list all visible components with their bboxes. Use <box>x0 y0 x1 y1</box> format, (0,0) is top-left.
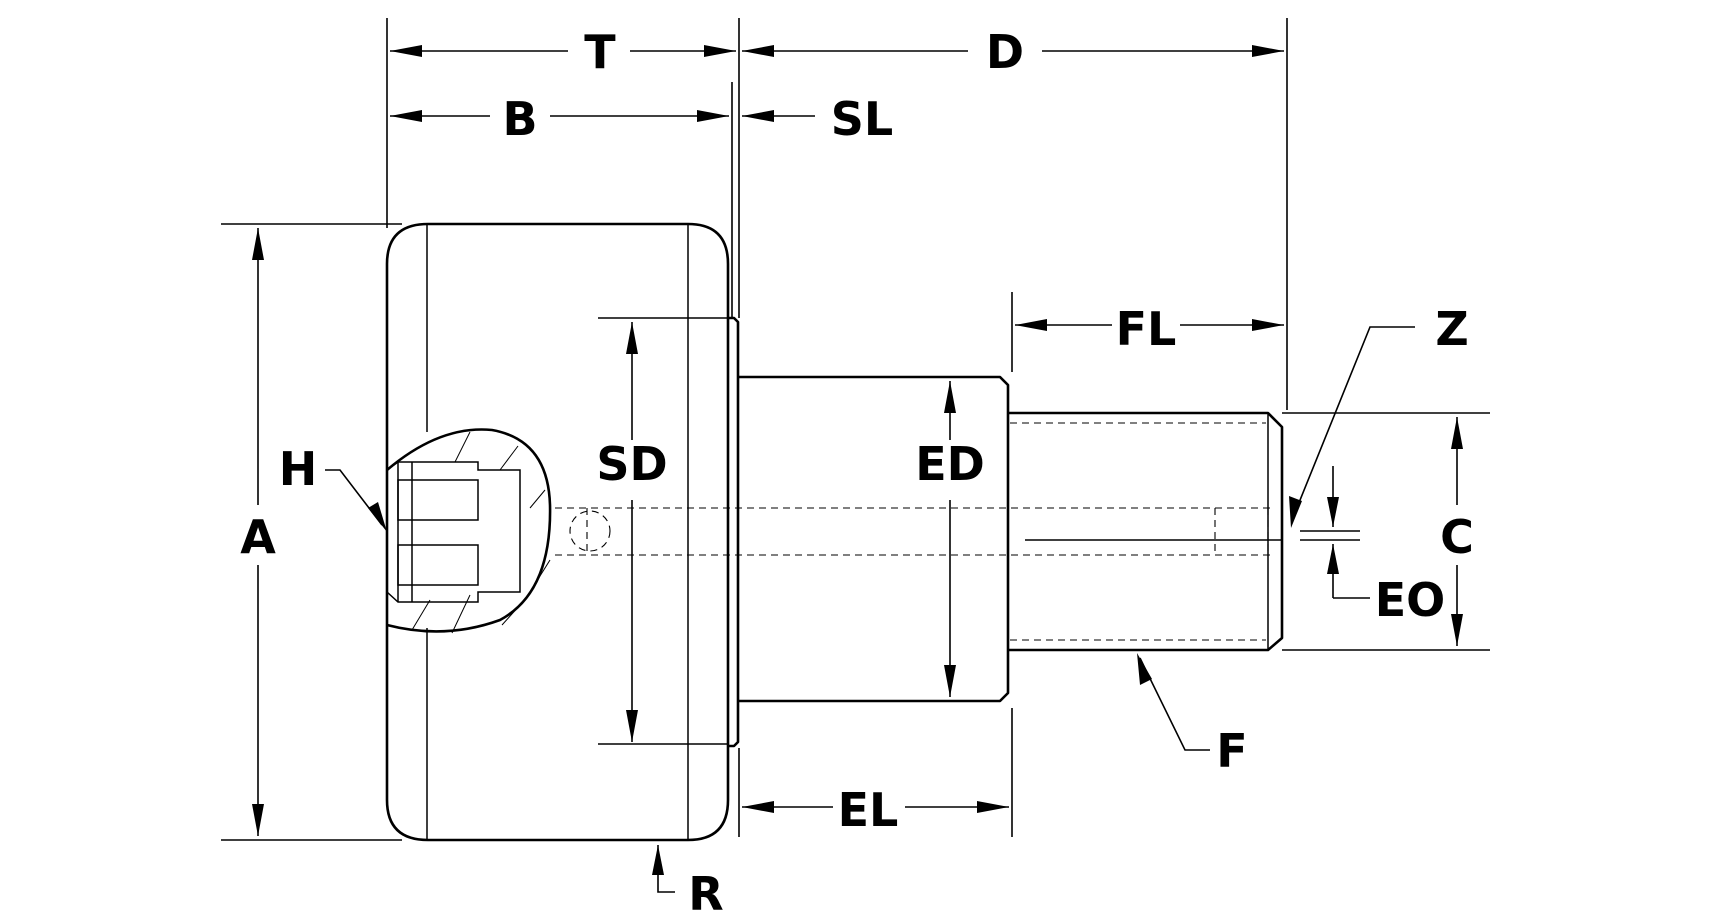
dimension-EL: EL <box>742 783 1009 837</box>
dimension-EO: EO <box>1327 466 1445 627</box>
label-T: T <box>584 25 616 79</box>
roller-body <box>385 222 740 842</box>
leader-H: H <box>279 442 387 532</box>
threaded-stud <box>1008 411 1284 652</box>
label-ED: ED <box>915 437 985 491</box>
label-A: A <box>240 510 276 564</box>
label-D: D <box>986 25 1024 79</box>
leader-R: R <box>652 845 724 917</box>
dimension-SD: SD <box>596 322 668 742</box>
leader-F: F <box>1137 653 1248 778</box>
label-C: C <box>1440 510 1474 564</box>
label-R: R <box>688 867 723 917</box>
dimension-C: C <box>1440 417 1474 646</box>
label-Z: Z <box>1435 302 1468 356</box>
label-SD: SD <box>596 437 667 491</box>
label-EO: EO <box>1375 573 1446 627</box>
hex-socket-section <box>386 428 552 634</box>
label-FL: FL <box>1116 302 1177 356</box>
dimension-D: D <box>742 25 1284 79</box>
dimension-SL: SL <box>742 92 893 146</box>
dimension-FL: FL <box>1015 302 1284 356</box>
dimension-T: T <box>390 25 736 79</box>
label-B: B <box>502 92 537 146</box>
leader-Z: Z <box>1289 302 1469 528</box>
dimension-ED: ED <box>915 381 985 697</box>
lube-bore-hidden <box>555 507 1282 556</box>
dimension-A: A <box>240 228 276 836</box>
label-F: F <box>1216 724 1247 778</box>
label-EL: EL <box>838 783 899 837</box>
dimension-B: B <box>390 92 729 146</box>
label-H: H <box>279 442 318 496</box>
stud-shoulder <box>738 375 1010 703</box>
extension-lines <box>221 18 1490 841</box>
label-SL: SL <box>831 92 893 146</box>
